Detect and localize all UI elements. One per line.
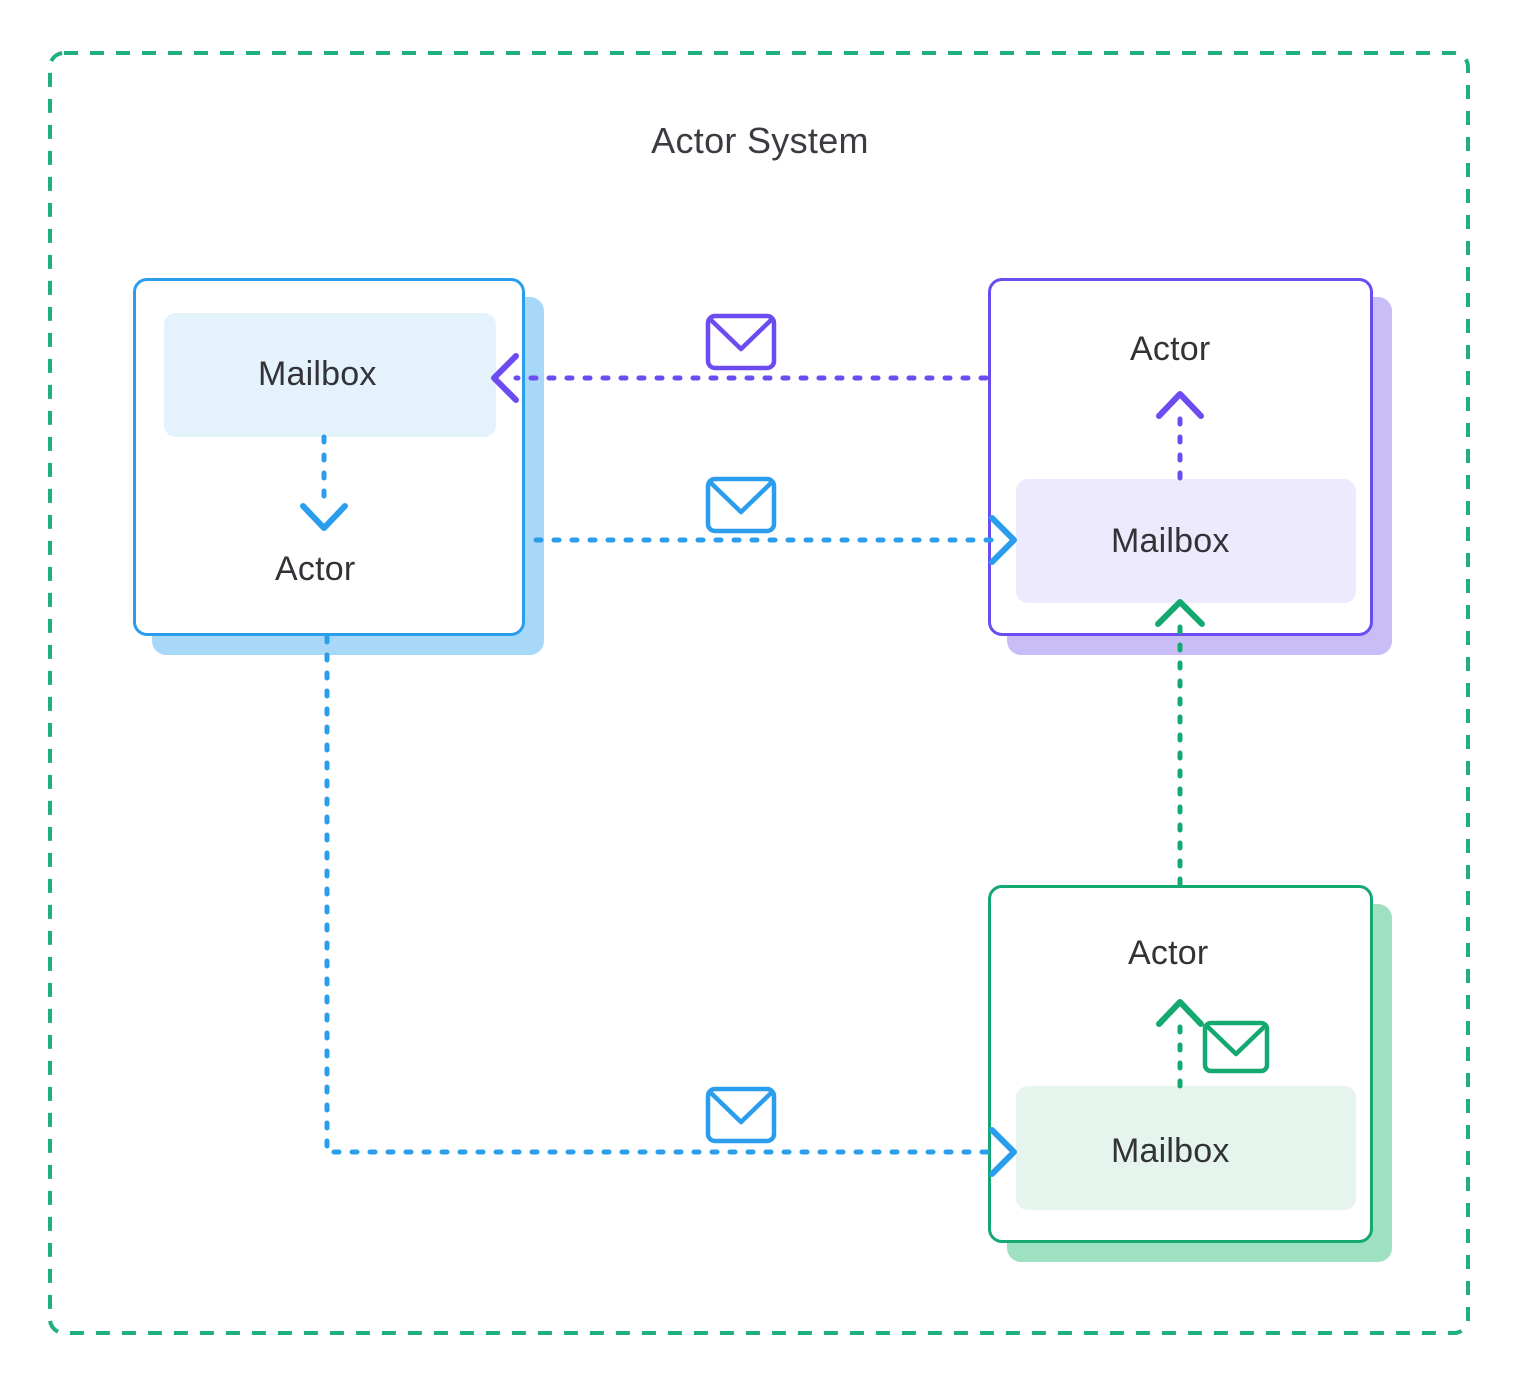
envelope-icon-blue-upper (705, 476, 777, 534)
connector-blue-to-green-mailbox (324, 634, 1017, 1177)
label-actor-blue: Actor (275, 550, 356, 588)
connector-green-mailbox-to-actor (1156, 999, 1204, 1089)
label-actor-purple: Actor (1130, 330, 1211, 368)
connector-green-to-purple-mailbox (1155, 599, 1205, 887)
envelope-icon-blue-lower (705, 1086, 777, 1144)
connector-blue-mailbox-to-actor (300, 434, 348, 531)
mailbox-region-green[interactable] (1016, 1086, 1356, 1210)
label-mailbox-green: Mailbox (1111, 1132, 1230, 1170)
page-title: Actor System (651, 120, 869, 161)
actor-system-boundary (48, 51, 1470, 1335)
actor-node-blue[interactable] (133, 278, 525, 636)
label-mailbox-blue: Mailbox (258, 355, 377, 393)
connector-purple-to-blue-mailbox (491, 353, 989, 403)
envelope-icon-green (1202, 1020, 1270, 1074)
actor-node-purple[interactable] (988, 278, 1373, 636)
envelope-icon-purple (705, 313, 777, 371)
connector-blue-to-purple-mailbox (533, 515, 1017, 565)
label-mailbox-purple: Mailbox (1111, 522, 1230, 560)
mailbox-region-purple[interactable] (1016, 479, 1356, 603)
label-actor-green: Actor (1128, 934, 1209, 972)
mailbox-region-blue[interactable] (164, 313, 496, 437)
connector-purple-mailbox-to-actor (1156, 391, 1204, 481)
